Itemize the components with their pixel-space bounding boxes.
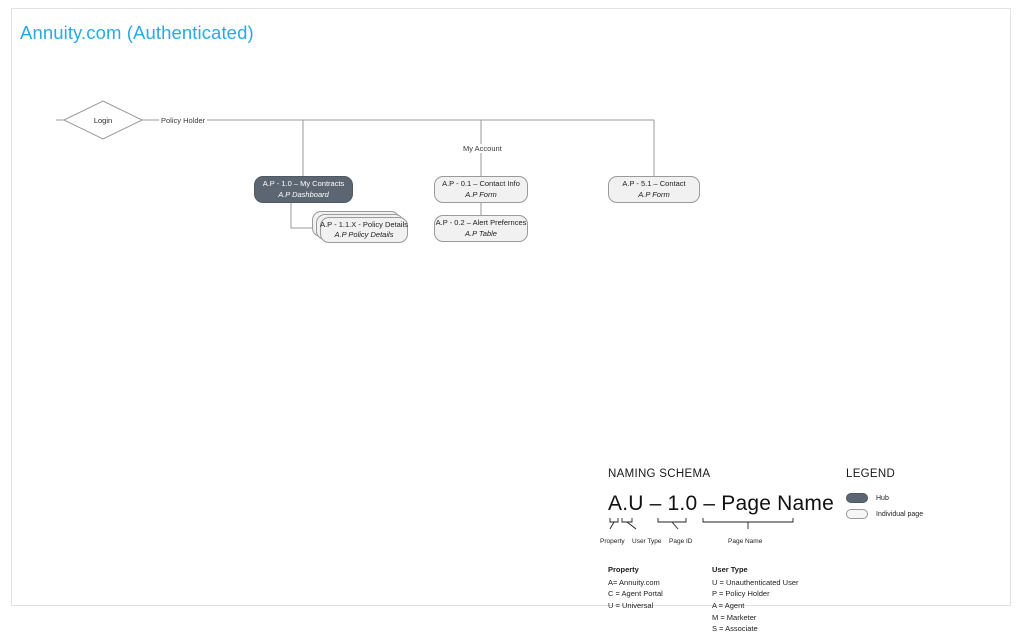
naming-schema-panel: NAMING SCHEMA A.U – 1.0 – Page Name Prop… [600,468,838,635]
property-key-item: A= Annuity.com [608,577,660,587]
node-contact-type: A.P Form [638,189,670,199]
node-policy-details-type: A.P Policy Details [334,230,394,239]
naming-schema-keys: Property A= Annuity.com C = Agent Portal… [608,564,838,635]
legend-panel: LEGEND Hub Individual page [846,468,996,525]
node-policy-details[interactable]: A.P - 1.1.X - Policy Details A.P Policy … [320,217,408,243]
node-policy-details-stack[interactable]: A.P - 1.1.X - Policy Details A.P Policy … [312,211,412,245]
user-type-key: User Type U = Unauthenticated User P = P… [712,564,799,635]
node-my-contracts-id: A.P - 1.0 – My Contracts [262,179,345,189]
property-key-item: U = Universal [608,600,654,610]
legend-item-hub: Hub [846,493,996,503]
naming-part-property: Property [600,538,625,545]
legend-label-hub: Hub [876,494,889,502]
legend-swatch-hub [846,493,868,503]
naming-schema-braces [608,516,838,538]
legend-label-individual-page: Individual page [876,510,924,518]
node-alert-preferences-type: A.P Table [465,228,497,238]
naming-part-page-name: Page Name [728,538,763,545]
naming-part-user-type: User Type [632,538,662,545]
legend-item-individual-page: Individual page [846,509,996,519]
node-my-contracts[interactable]: A.P - 1.0 – My Contracts A.P Dashboard [254,176,353,203]
user-type-key-item: M = Marketer [712,612,757,622]
property-key-item: C = Agent Portal [608,589,663,599]
page-title: Annuity.com (Authenticated) [20,22,254,43]
node-contact-info-id: A.P - 0.1 – Contact Info [442,179,520,189]
property-key: Property A= Annuity.com C = Agent Portal… [608,564,712,635]
property-key-heading: Property [608,565,639,574]
user-type-key-item: U = Unauthenticated User [712,577,799,587]
user-type-key-item: P = Policy Holder [712,589,770,599]
node-contact-info[interactable]: A.P - 0.1 – Contact Info A.P Form [434,176,528,203]
node-my-contracts-type: A.P Dashboard [278,189,329,199]
naming-schema-example: A.U – 1.0 – Page Name [608,492,834,515]
node-contact-id: A.P - 5.1 – Contact [622,179,686,189]
edge-label-my-account: My Account [461,144,504,153]
user-type-key-heading: User Type [712,565,748,574]
naming-schema-part-labels: Property User Type Page ID Page Name [600,538,838,550]
login-node-label: Login [93,115,113,125]
edge-label-policy-holder: Policy Holder [159,116,208,125]
diagram-canvas [11,8,1011,606]
node-alert-preferences[interactable]: A.P - 0.2 – Alert Prefernces A.P Table [434,215,528,242]
login-node[interactable]: Login [64,101,142,139]
naming-part-page-id: Page ID [669,538,693,545]
node-contact-info-type: A.P Form [465,189,497,199]
legend-swatch-individual-page [846,509,868,519]
node-contact[interactable]: A.P - 5.1 – Contact A.P Form [608,176,700,203]
node-alert-preferences-id: A.P - 0.2 – Alert Prefernces [435,218,527,228]
sitemap-diagram: Login Policy Holder My Account A.P - 1.0… [56,100,700,245]
legend-heading: LEGEND [846,468,896,480]
user-type-key-item: A = Agent [712,600,745,610]
connector-lines [56,100,655,229]
node-policy-details-id: A.P - 1.1.X - Policy Details [320,219,408,229]
user-type-key-item: S = Associate [712,624,758,634]
naming-schema-heading: NAMING SCHEMA [608,468,711,480]
